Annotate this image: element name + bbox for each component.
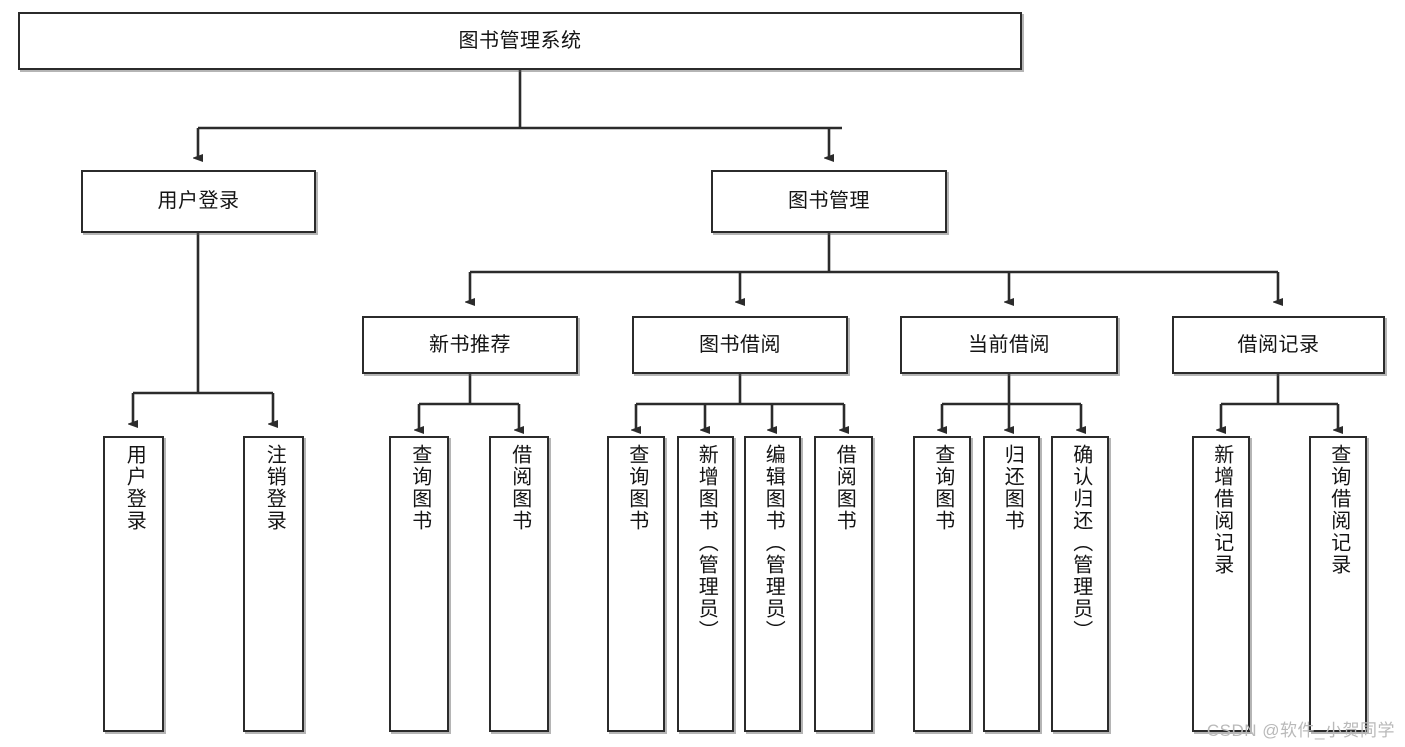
node-book-manage[interactable]: 图书管理 <box>711 170 947 233</box>
node-new-book-rec[interactable]: 新书推荐 <box>362 316 578 374</box>
leaf-query-book-3-label: 查询图书 <box>931 444 954 532</box>
leaf-add-record-label: 新增借阅记录 <box>1210 444 1233 576</box>
leaf-confirm-return-label: 确认归还（管理员） <box>1069 444 1092 642</box>
leaf-confirm-return[interactable]: 确认归还（管理员） <box>1051 436 1109 732</box>
leaf-query-book-2[interactable]: 查询图书 <box>607 436 665 732</box>
leaf-query-book-3[interactable]: 查询图书 <box>913 436 971 732</box>
node-book-borrow[interactable]: 图书借阅 <box>632 316 848 374</box>
node-user-login[interactable]: 用户登录 <box>81 170 316 233</box>
leaf-borrow-book-1-label: 借阅图书 <box>508 444 531 532</box>
leaf-add-record[interactable]: 新增借阅记录 <box>1192 436 1250 732</box>
node-user-login-label: 用户登录 <box>157 190 240 212</box>
leaf-user-logout-label: 注销登录 <box>263 444 286 532</box>
leaf-user-logout[interactable]: 注销登录 <box>243 436 304 732</box>
leaf-query-book-2-label: 查询图书 <box>625 444 648 532</box>
leaf-add-book[interactable]: 新增图书（管理员） <box>677 436 734 732</box>
leaf-borrow-book-2-label: 借阅图书 <box>833 444 856 532</box>
leaf-query-book-1[interactable]: 查询图书 <box>389 436 449 732</box>
leaf-query-record[interactable]: 查询借阅记录 <box>1309 436 1367 732</box>
leaf-query-book-1-label: 查询图书 <box>408 444 431 532</box>
node-book-manage-label: 图书管理 <box>788 190 870 212</box>
node-borrow-record-label: 借阅记录 <box>1237 333 1320 356</box>
node-book-borrow-label: 图书借阅 <box>699 333 781 356</box>
node-new-book-rec-label: 新书推荐 <box>429 333 511 356</box>
leaf-edit-book-label: 编辑图书（管理员） <box>762 444 785 642</box>
leaf-return-book-label: 归还图书 <box>1001 444 1024 532</box>
node-current-borrow-label: 当前借阅 <box>968 333 1050 356</box>
node-current-borrow[interactable]: 当前借阅 <box>900 316 1118 374</box>
leaf-borrow-book-1[interactable]: 借阅图书 <box>489 436 549 732</box>
leaf-user-login[interactable]: 用户登录 <box>103 436 164 732</box>
watermark-text: CSDN @软件_小贺同学 <box>1206 721 1395 740</box>
leaf-query-record-label: 查询借阅记录 <box>1327 444 1350 576</box>
leaf-add-book-label: 新增图书（管理员） <box>695 444 718 642</box>
leaf-borrow-book-2[interactable]: 借阅图书 <box>814 436 873 732</box>
leaf-user-login-label: 用户登录 <box>123 444 146 532</box>
node-borrow-record[interactable]: 借阅记录 <box>1172 316 1385 374</box>
leaf-edit-book[interactable]: 编辑图书（管理员） <box>744 436 801 732</box>
node-root[interactable]: 图书管理系统 <box>18 12 1022 70</box>
leaf-return-book[interactable]: 归还图书 <box>983 436 1040 732</box>
node-root-label: 图书管理系统 <box>458 29 582 52</box>
